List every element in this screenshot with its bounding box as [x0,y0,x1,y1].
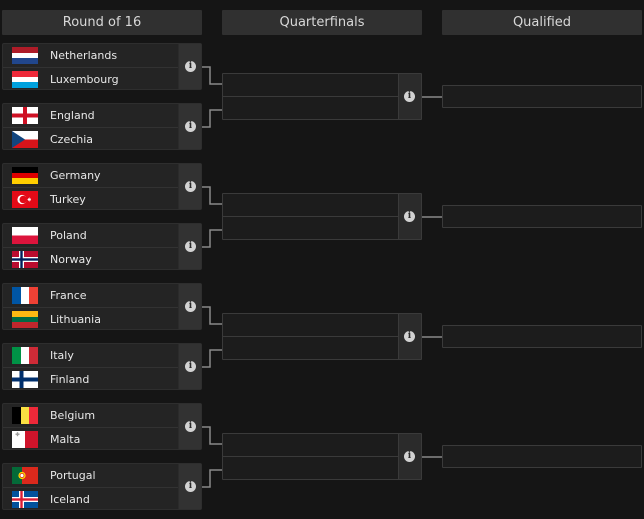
header-qualified: Qualified [442,10,642,35]
match-info-button[interactable]: i [178,104,201,149]
info-icon[interactable]: i [404,451,415,462]
match-6[interactable]: Italy Finland i [2,343,202,390]
team-row[interactable]: Germany [3,164,179,187]
info-icon[interactable]: i [185,301,196,312]
team-name: Finland [50,372,90,386]
team-row[interactable]: Netherlands [3,44,179,67]
divider [223,456,398,457]
divider [223,336,398,337]
match-info-button[interactable]: i [398,74,421,119]
quarterfinal-match-3[interactable]: i [222,313,422,360]
team-name: England [50,109,95,122]
team-row[interactable]: Portugal [3,464,179,487]
team-row[interactable]: Malta [3,427,179,450]
team-name: Netherlands [50,49,118,62]
match-5[interactable]: France Lithuania i [2,283,202,330]
team-row[interactable]: Czechia [3,127,179,150]
team-name: Iceland [50,492,90,506]
team-name: Belgium [50,409,96,422]
team-name: Poland [50,229,87,242]
qualified-slot-2[interactable] [442,205,642,228]
team-name: Portugal [50,469,96,482]
team-row[interactable]: Iceland [3,487,179,510]
match-info-button[interactable]: i [178,404,201,449]
header-quarterfinals: Quarterfinals [222,10,422,35]
team-row[interactable]: France [3,284,179,307]
iceland-flag-icon [12,490,38,508]
germany-flag-icon [12,167,38,184]
match-1[interactable]: Netherlands Luxembourg i [2,43,202,90]
team-name: Germany [50,169,101,182]
qualified-slot-4[interactable] [442,445,642,468]
info-icon[interactable]: i [185,481,196,492]
quarterfinal-match-1[interactable]: i [222,73,422,120]
divider [223,96,398,97]
team-row[interactable]: England [3,104,179,127]
team-name: Lithuania [50,312,101,326]
divider [223,216,398,217]
quarterfinal-match-2[interactable]: i [222,193,422,240]
team-row[interactable]: Finland [3,367,179,390]
england-flag-icon [12,107,38,124]
qualified-slot-3[interactable] [442,325,642,348]
match-4[interactable]: Poland Norway i [2,223,202,270]
match-info-button[interactable]: i [398,194,421,239]
match-2[interactable]: England Czechia i [2,103,202,150]
team-name: Malta [50,432,81,446]
info-icon[interactable]: i [185,421,196,432]
team-row[interactable]: Norway [3,247,179,270]
team-name: Czechia [50,132,94,146]
portugal-flag-icon [12,467,38,484]
info-icon[interactable]: i [404,91,415,102]
team-name: Italy [50,349,74,362]
info-icon[interactable]: i [185,241,196,252]
team-row[interactable]: Lithuania [3,307,179,330]
italy-flag-icon [12,347,38,364]
team-row[interactable]: Poland [3,224,179,247]
info-icon[interactable]: i [185,121,196,132]
france-flag-icon [12,287,38,304]
luxembourg-flag-icon [12,70,38,88]
team-name: Norway [50,252,92,266]
team-row[interactable]: Italy [3,344,179,367]
belgium-flag-icon [12,407,38,424]
match-info-button[interactable]: i [178,344,201,389]
team-name: France [50,289,87,302]
team-name: Luxembourg [50,72,119,86]
match-7[interactable]: Belgium Malta i [2,403,202,450]
norway-flag-icon [12,250,38,268]
netherlands-flag-icon [12,47,38,64]
finland-flag-icon [12,370,38,388]
match-info-button[interactable]: i [398,314,421,359]
match-info-button[interactable]: i [178,284,201,329]
match-info-button[interactable]: i [178,44,201,89]
match-info-button[interactable]: i [398,434,421,479]
info-icon[interactable]: i [404,331,415,342]
match-3[interactable]: Germany Turkey i [2,163,202,210]
team-row[interactable]: Luxembourg [3,67,179,90]
team-row[interactable]: Belgium [3,404,179,427]
lithuania-flag-icon [12,310,38,328]
match-8[interactable]: Portugal Iceland i [2,463,202,510]
match-info-button[interactable]: i [178,464,201,509]
match-info-button[interactable]: i [178,224,201,269]
info-icon[interactable]: i [185,361,196,372]
poland-flag-icon [12,227,38,244]
team-name: Turkey [50,192,86,206]
team-row[interactable]: Turkey [3,187,179,210]
quarterfinal-match-4[interactable]: i [222,433,422,480]
info-icon[interactable]: i [185,181,196,192]
qualified-slot-1[interactable] [442,85,642,108]
turkey-flag-icon [12,190,38,208]
info-icon[interactable]: i [404,211,415,222]
malta-flag-icon [12,430,38,448]
info-icon[interactable]: i [185,61,196,72]
czechia-flag-icon [12,130,38,148]
match-info-button[interactable]: i [178,164,201,209]
header-round-of-16: Round of 16 [2,10,202,35]
